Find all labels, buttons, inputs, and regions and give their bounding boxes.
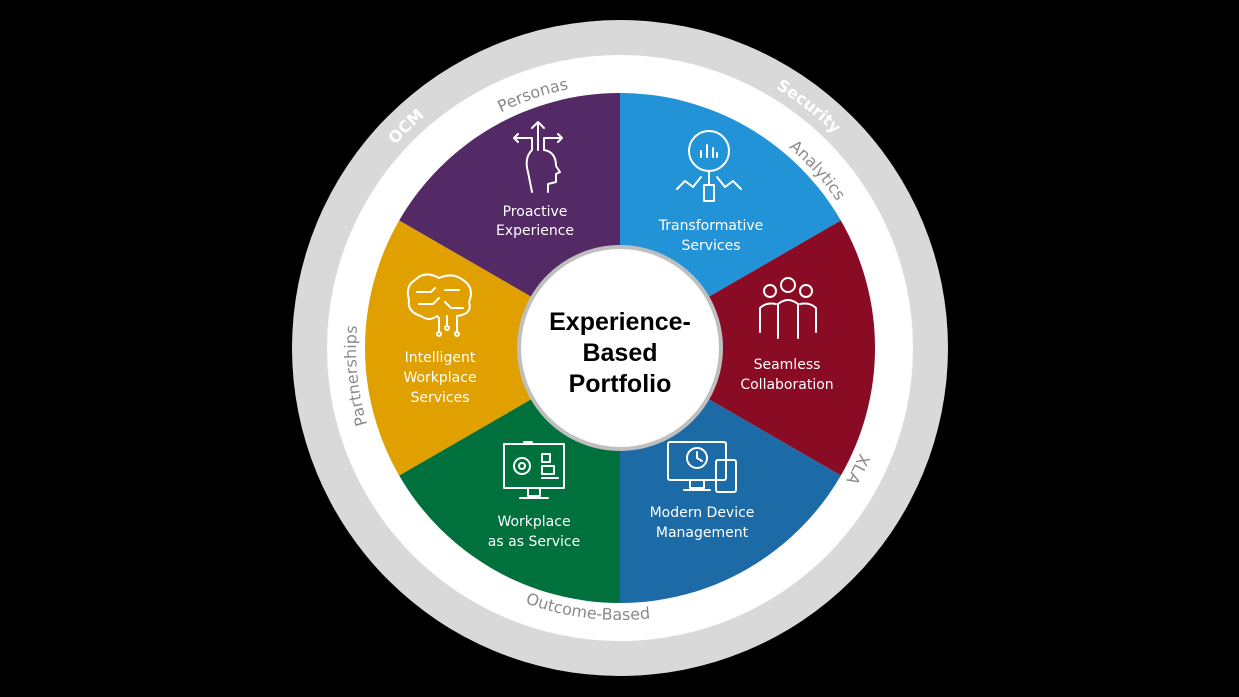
segment-label-modern-device-2: Management bbox=[656, 525, 749, 541]
center-title-line-1: Experience- bbox=[549, 308, 691, 336]
head-arrows-icon bbox=[513, 121, 563, 193]
segment-label-proactive-1: Proactive bbox=[503, 204, 568, 220]
segment-label-intelligent-2: Workplace bbox=[403, 370, 476, 386]
segment-seamless bbox=[620, 220, 875, 476]
segment-label-modern-device-1: Modern Device bbox=[650, 505, 755, 521]
segment-label-transformative-1: Transformative bbox=[658, 218, 764, 234]
center-circle bbox=[517, 245, 723, 451]
center-title-line-2: Based bbox=[582, 339, 657, 367]
segment-label-seamless-1: Seamless bbox=[754, 357, 821, 373]
segment-label-proactive-2: Experience bbox=[496, 223, 574, 239]
brain-circuit-icon bbox=[406, 273, 472, 337]
segment-label-intelligent-3: Services bbox=[410, 390, 469, 406]
monitor-gear-icon bbox=[503, 441, 565, 499]
segment-label-seamless-2: Collaboration bbox=[740, 377, 833, 393]
segment-label-workplace-2: as as Service bbox=[488, 534, 580, 550]
segment-intelligent bbox=[365, 220, 620, 476]
center-title-line-3: Portfolio bbox=[569, 370, 672, 398]
segment-label-workplace-1: Workplace bbox=[497, 514, 570, 530]
magnifier-chart-icon bbox=[676, 130, 742, 202]
people-group-icon bbox=[759, 277, 817, 339]
devices-clock-icon bbox=[667, 441, 737, 493]
segment-label-intelligent-1: Intelligent bbox=[405, 350, 476, 366]
segment-label-transformative-2: Services bbox=[681, 238, 740, 254]
